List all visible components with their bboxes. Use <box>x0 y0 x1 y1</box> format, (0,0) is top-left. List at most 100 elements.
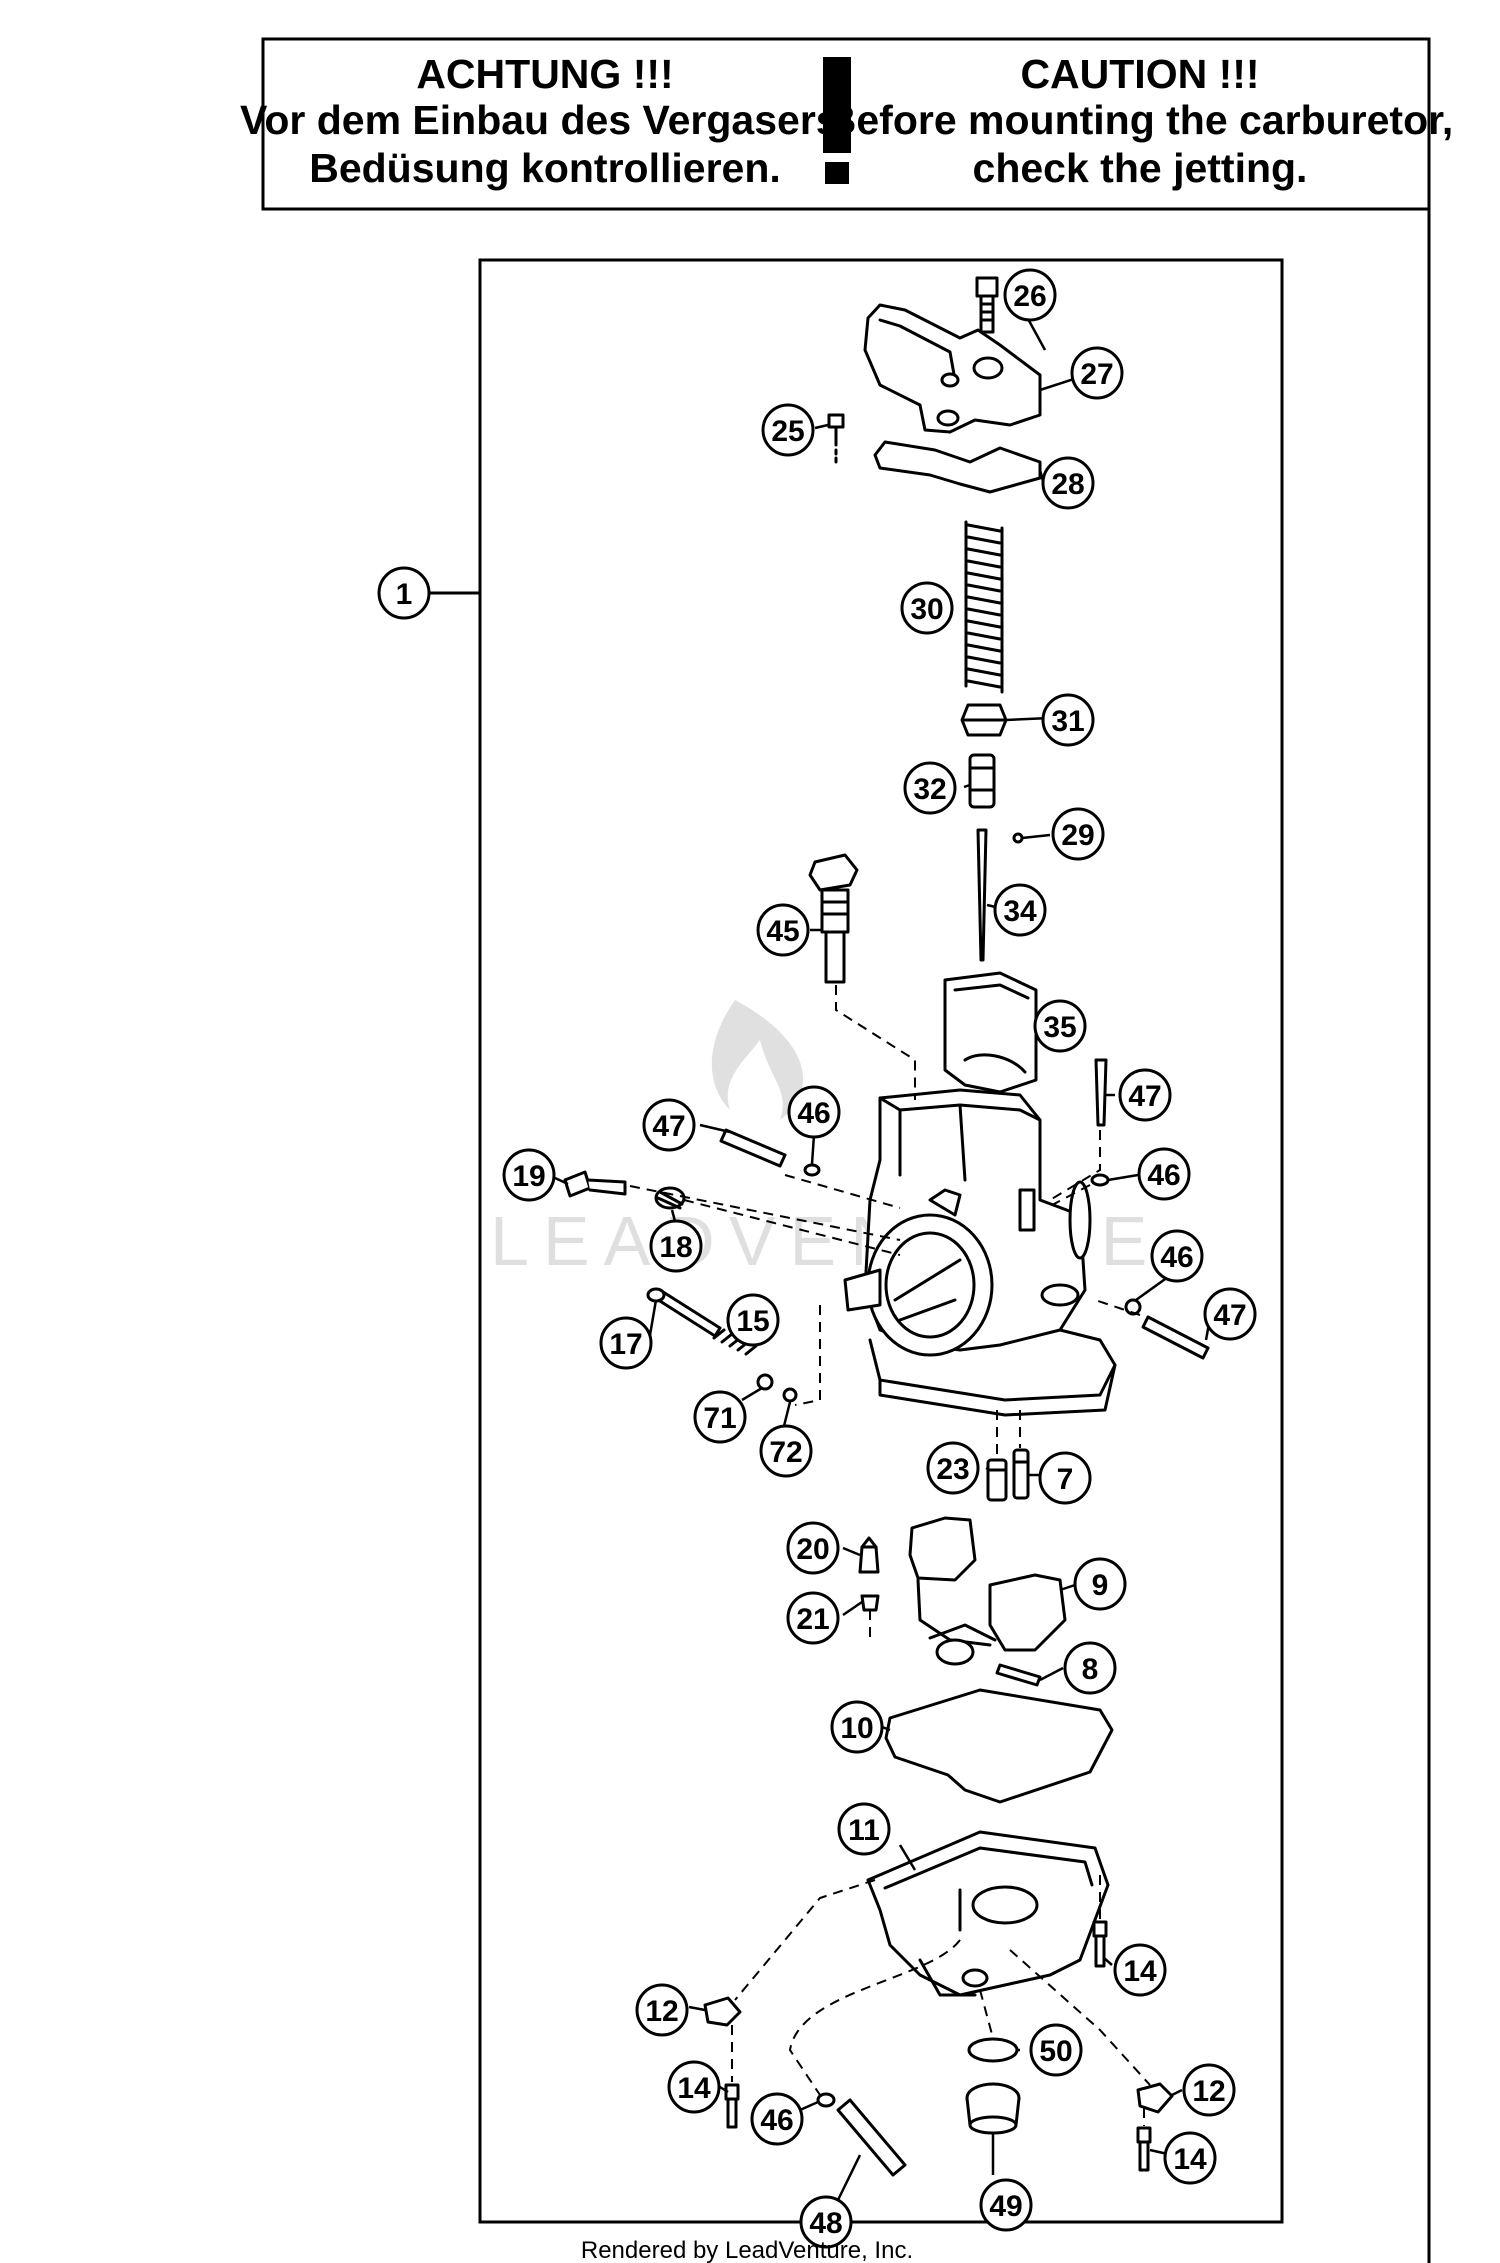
part-oring-50 <box>967 2037 1019 2063</box>
part-screw-14a <box>1092 1920 1108 1968</box>
part-slide-35 <box>943 971 1038 1094</box>
callout-number: 45 <box>766 915 799 948</box>
callout-number: 23 <box>936 1453 969 1486</box>
callout-number: 7 <box>1057 1463 1074 1496</box>
callout-c46b: 46 <box>1137 1147 1191 1201</box>
callout-circle <box>502 1148 556 1202</box>
part-jet-23 <box>986 1458 1008 1502</box>
callout-number: 14 <box>677 2072 711 2105</box>
callout-circle <box>1203 1287 1257 1341</box>
warning-title-de: ACHTUNG !!! <box>416 51 673 97</box>
part-gasket-28 <box>873 440 1042 494</box>
callout-number: 47 <box>1213 1299 1246 1332</box>
warning-line2-en: check the jetting. <box>973 145 1308 191</box>
callout-c18: 18 <box>649 1219 703 1273</box>
callout-number: 71 <box>703 1402 736 1435</box>
callout-c27: 27 <box>1070 346 1124 400</box>
part-oring-46d <box>816 2092 836 2108</box>
callout-number: 26 <box>1013 280 1046 313</box>
callout-number: 29 <box>1061 819 1094 852</box>
part-pin-47a <box>719 1128 787 1168</box>
part-gasket-10 <box>884 1688 1114 1804</box>
callout-number: 12 <box>645 1995 678 2028</box>
part-spring-30 <box>964 520 1004 694</box>
callout-circle <box>926 1441 980 1495</box>
callout-number: 50 <box>1039 2035 1072 2068</box>
callout-circle <box>903 761 957 815</box>
callout-c47c: 47 <box>1203 1287 1257 1341</box>
callout-circle <box>993 883 1047 937</box>
callout-circle <box>761 403 815 457</box>
callout-circle <box>786 1591 840 1645</box>
callout-c47a: 47 <box>642 1098 696 1152</box>
callout-number: 21 <box>796 1603 829 1636</box>
callout-number: 32 <box>913 773 946 806</box>
callout-circle <box>693 1390 747 1444</box>
callout-c30: 30 <box>900 581 954 635</box>
callout-number: 15 <box>736 1305 769 1338</box>
callout-c15: 15 <box>726 1293 780 1347</box>
callout-c20: 20 <box>786 1521 840 1575</box>
callout-number: 49 <box>989 2190 1022 2223</box>
callout-c47b: 47 <box>1118 1068 1172 1122</box>
part-retainer-31 <box>960 703 1008 737</box>
callout-number: 35 <box>1043 1011 1076 1044</box>
callout-number: 31 <box>1051 705 1084 738</box>
callout-c34: 34 <box>993 883 1047 937</box>
callout-circle <box>837 1802 891 1856</box>
callout-circle <box>830 1700 884 1754</box>
callout-number: 17 <box>609 1328 642 1361</box>
part-needle-34 <box>976 828 988 962</box>
part-hose-48 <box>836 2098 907 2177</box>
callout-circle <box>750 2092 804 2146</box>
part-screw-25 <box>827 413 845 464</box>
callout-circle <box>1041 693 1095 747</box>
callout-c23: 23 <box>926 1441 980 1495</box>
callout-number: 11 <box>848 1814 880 1847</box>
assembly-callout-number: 1 <box>396 578 413 611</box>
part-pin-47b <box>1094 1058 1108 1127</box>
assembly-callout: 1 <box>377 566 480 620</box>
warning-box: ACHTUNG !!! Vor dem Einbau des Vergasers… <box>240 37 1453 211</box>
part-screw-14c <box>1136 2126 1152 2172</box>
part-oring-72 <box>782 1387 798 1403</box>
callout-c28: 28 <box>1041 456 1095 510</box>
part-float-9 <box>908 1516 1067 1666</box>
part-screw-17 <box>646 1287 722 1338</box>
callout-c7: 7 <box>1038 1451 1092 1505</box>
callout-c32: 32 <box>903 761 957 815</box>
callout-c46c: 46 <box>1150 1229 1204 1283</box>
callout-number: 18 <box>659 1231 692 1264</box>
callout-c10: 10 <box>830 1700 884 1754</box>
callout-number: 19 <box>512 1160 545 1193</box>
callout-c50: 50 <box>1029 2023 1083 2077</box>
callout-circle <box>1070 346 1124 400</box>
callout-circle <box>1041 456 1095 510</box>
callout-circle <box>599 1316 653 1370</box>
callout-circle <box>649 1219 703 1273</box>
part-clip-29 <box>1012 832 1024 844</box>
warning-line1-de: Vor dem Einbau des Vergasers, <box>240 97 850 143</box>
part-screw-26 <box>975 276 999 334</box>
callout-c26: 26 <box>1003 268 1057 322</box>
callout-c17: 17 <box>599 1316 653 1370</box>
callout-circle <box>642 1098 696 1152</box>
callout-circle <box>1063 1641 1117 1695</box>
part-bowl-11 <box>866 1830 1110 1997</box>
part-adjuster-45 <box>808 853 859 984</box>
callout-c31: 31 <box>1041 693 1095 747</box>
warning-line1-en: Before mounting the carburetor, <box>827 97 1453 143</box>
callout-circle <box>1051 807 1105 861</box>
callout-circle <box>1029 2023 1083 2077</box>
part-oring-46a <box>803 1163 821 1177</box>
assembly-frame <box>478 258 1284 2224</box>
callout-circle <box>786 1521 840 1575</box>
callout-c19: 19 <box>502 1148 556 1202</box>
callout-circle <box>799 2195 853 2249</box>
exclamation-icon <box>823 57 851 184</box>
callout-number: 28 <box>1051 468 1084 501</box>
callout-c49: 49 <box>979 2178 1033 2232</box>
callout-circle <box>979 2178 1033 2232</box>
